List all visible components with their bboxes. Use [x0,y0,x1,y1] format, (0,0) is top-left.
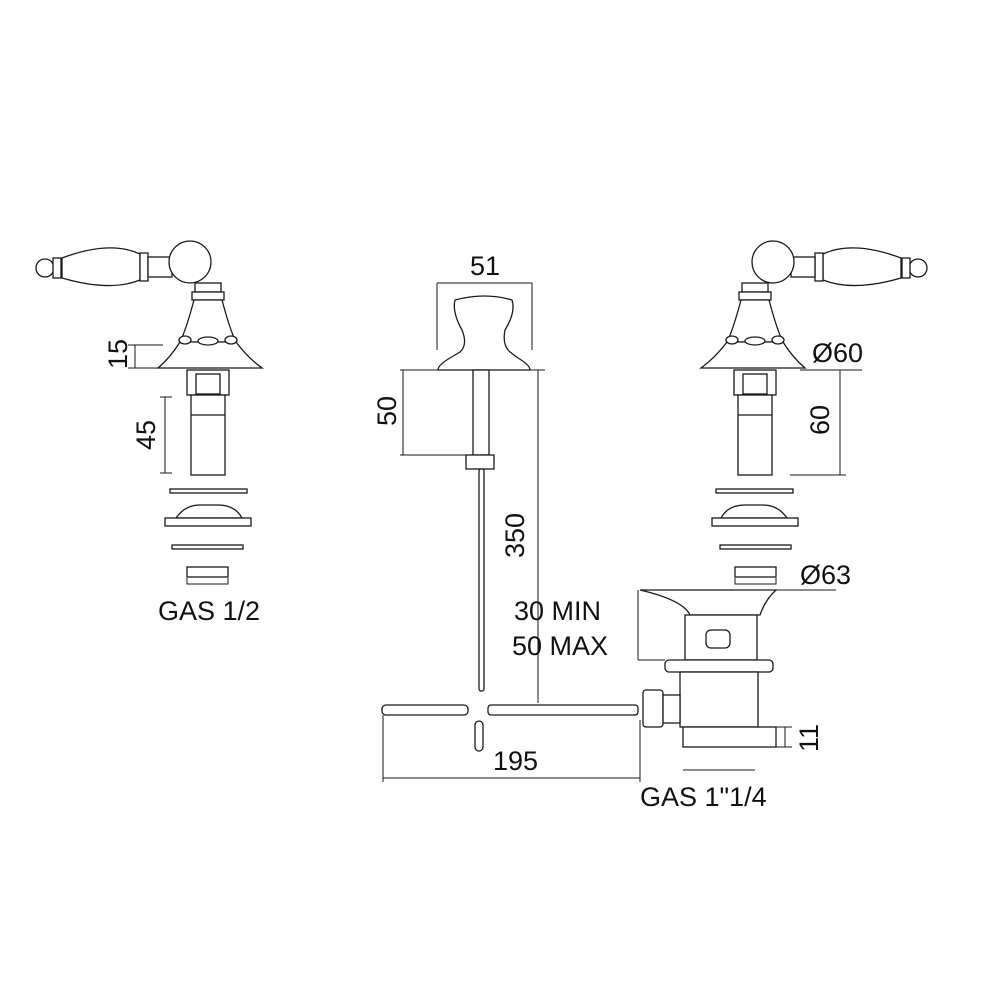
dim-lever-label: 195 [493,746,538,776]
thread-label: GAS 1/2 [158,596,260,626]
drain-diameter-label: Ø63 [800,560,851,590]
drain-waste: Ø63 30 MIN 50 MAX 11 GAS 1"1/4 [512,560,851,812]
dim-flange-label: 15 [103,339,133,369]
left-valve [35,240,263,585]
dim-height-label: 50 [372,396,402,426]
dim-body-label: 45 [131,420,161,450]
left-valve-dimensions: 15 45 GAS 1/2 [103,339,260,626]
drain-min-label: 30 MIN [514,596,601,626]
right-valve-dimensions: Ø60 60 [790,338,863,476]
dim-body-label: 60 [805,405,835,435]
dim-diameter-label: Ø60 [812,338,863,368]
drain-thread-label: GAS 1"1/4 [640,782,767,812]
dim-rod-label: 350 [500,513,530,558]
center-spout: 51 50 350 195 [372,251,641,782]
dim-width-label: 51 [470,251,500,281]
drain-max-label: 50 MAX [512,631,608,661]
drain-thread-length-label: 11 [794,724,824,752]
